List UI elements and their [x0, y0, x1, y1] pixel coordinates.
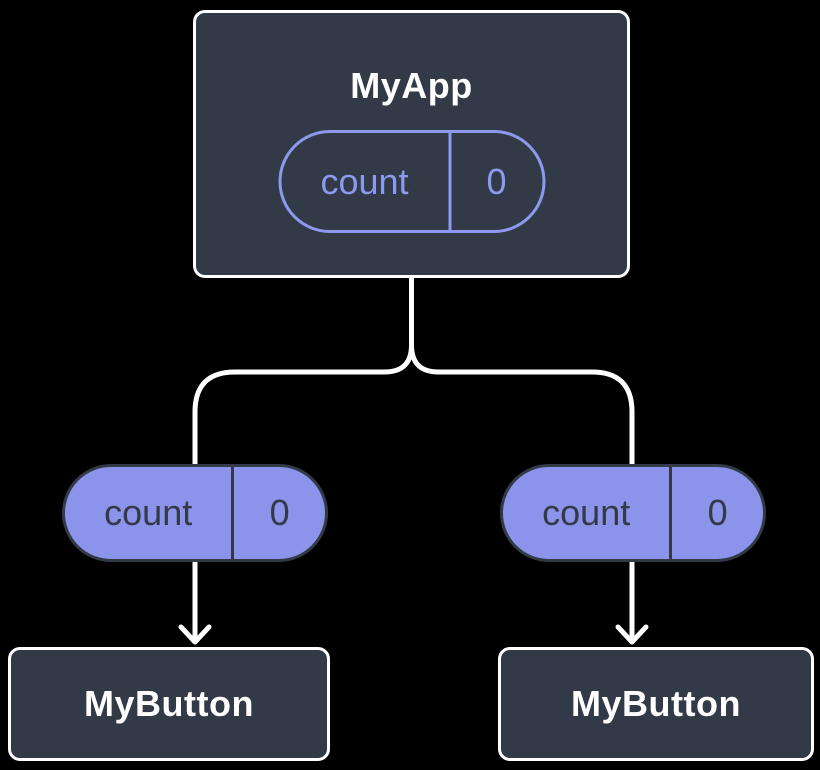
state-pill: count 0 — [278, 130, 545, 233]
state-pill-value: 0 — [486, 160, 507, 202]
arrow-left-head — [178, 624, 212, 645]
prop-pill-left-value: 0 — [269, 492, 290, 533]
root-component-node: MyApp count 0 — [193, 10, 630, 278]
connector-root-to-right-pill — [409, 276, 635, 470]
child-component-node-left: MyButton — [8, 647, 330, 761]
connector-root-to-left-pill — [192, 276, 414, 470]
child-component-left-title: MyButton — [84, 683, 254, 724]
child-component-right-title: MyButton — [571, 683, 741, 724]
state-pill-name: count — [320, 160, 409, 202]
prop-pill-left-divider — [231, 467, 235, 559]
prop-pill-right-value: 0 — [707, 492, 728, 533]
prop-pill-left-name: count — [104, 492, 193, 533]
prop-pill-right-divider — [669, 467, 673, 559]
root-component-title: MyApp — [350, 65, 473, 106]
state-pill-divider — [448, 133, 452, 230]
prop-pill-right: count 0 — [500, 464, 766, 562]
child-component-node-right: MyButton — [498, 647, 814, 761]
prop-pill-left: count 0 — [62, 464, 328, 562]
arrow-right-head — [615, 624, 649, 645]
prop-pill-right-name: count — [542, 492, 631, 533]
